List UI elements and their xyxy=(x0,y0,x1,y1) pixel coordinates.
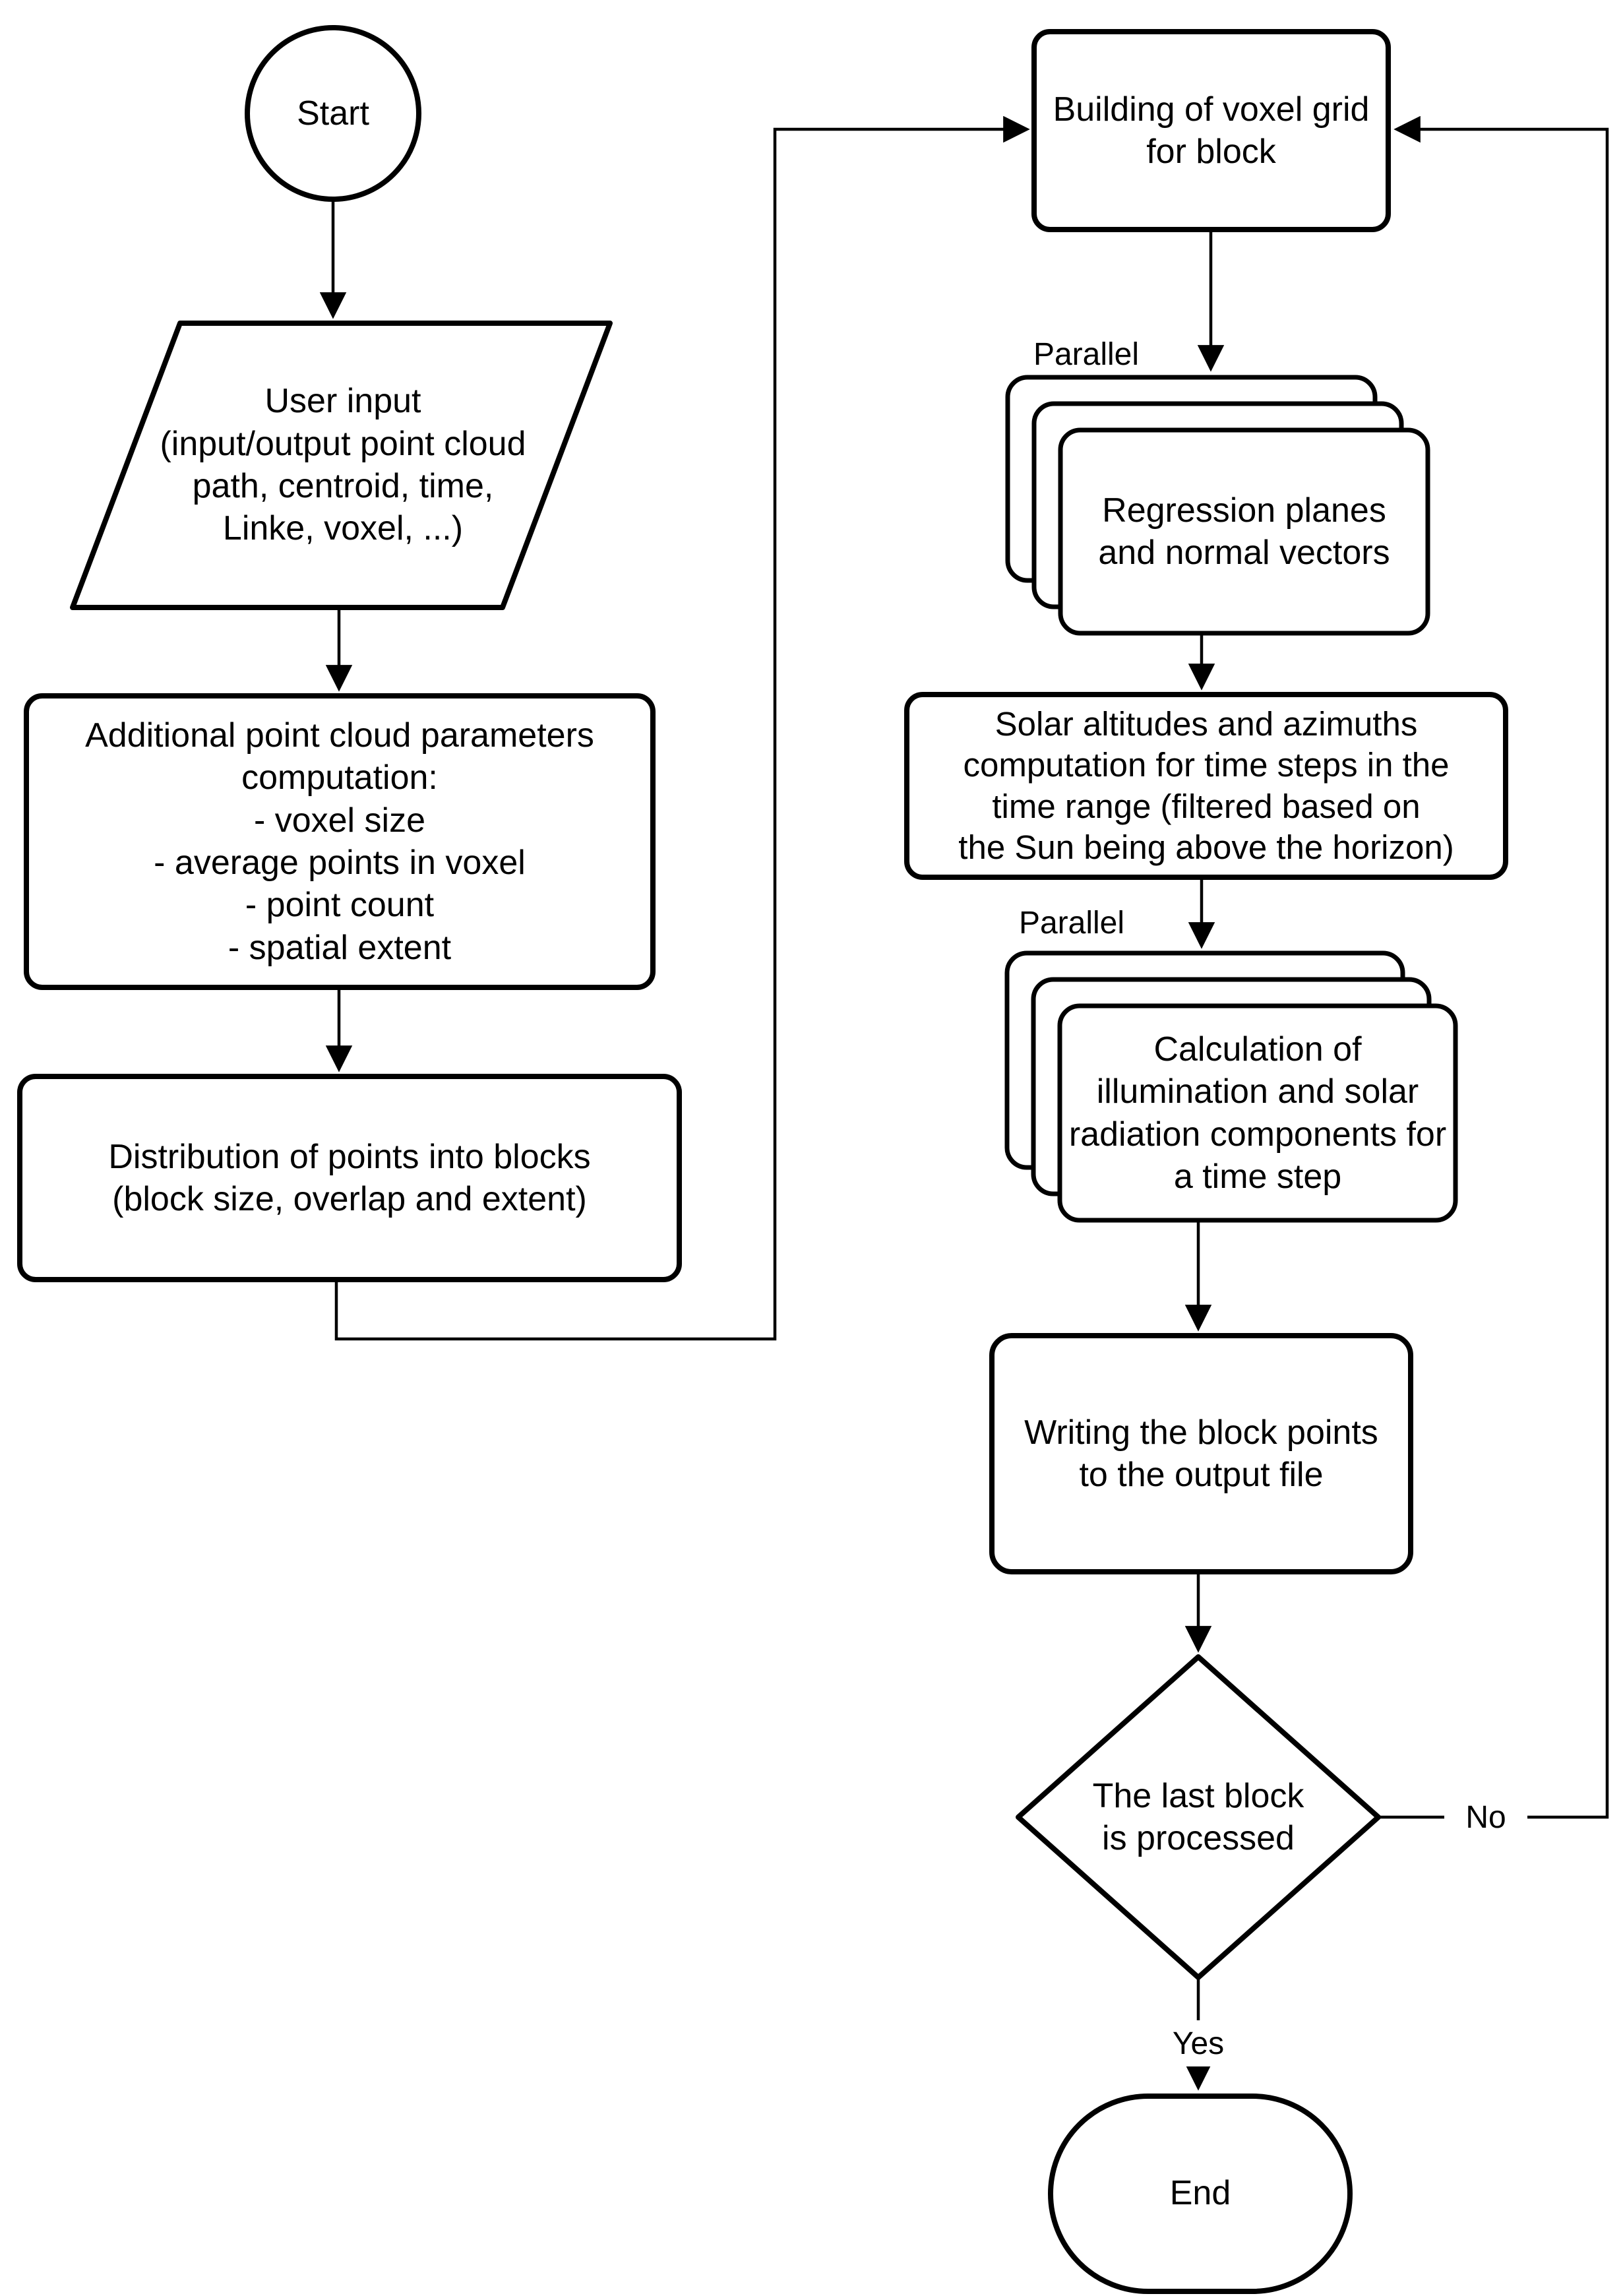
decision-yes-label: Yes xyxy=(1151,2020,1246,2066)
user-input-parallelogram-shape xyxy=(70,321,613,610)
start-node-label: Start xyxy=(297,94,369,133)
end-node-label: End xyxy=(1169,2173,1231,2212)
decision-node-label: The last block is processed xyxy=(1092,1776,1304,1857)
writing-node-label: Writing the block points to the output f… xyxy=(1024,1413,1378,1494)
parallel-regression-label: Parallel xyxy=(1033,336,1140,372)
building-node-label: Building of voxel grid for block xyxy=(1053,90,1370,171)
writing-box-shape xyxy=(989,1333,1413,1574)
user-input-node-label: User input (input/output point cloud pat… xyxy=(160,382,526,548)
distribution-box-shape xyxy=(17,1074,682,1282)
params-node-label: Additional point cloud parameters comput… xyxy=(85,716,594,967)
decision-no-label: No xyxy=(1444,1795,1527,1840)
solar-box-shape xyxy=(904,692,1508,880)
calculation-node-label: Calculation of illumination and solar ra… xyxy=(1068,1030,1447,1196)
distribution-to-building-connector xyxy=(334,115,1030,1341)
solar-node-label: Solar altitudes and azimuths computation… xyxy=(958,705,1454,866)
regression-node-label: Regression planes and normal vectors xyxy=(1098,491,1390,572)
parallel-calculation-label: Parallel xyxy=(1018,905,1125,941)
decision-no-connector xyxy=(1378,115,1609,1819)
calculation-stack-front-shape xyxy=(1057,1003,1458,1223)
regression-stack-front-shape xyxy=(1058,427,1430,636)
distribution-node-label: Distribution of points into blocks (bloc… xyxy=(108,1137,591,1218)
end-stadium-shape xyxy=(1048,2094,1353,2294)
